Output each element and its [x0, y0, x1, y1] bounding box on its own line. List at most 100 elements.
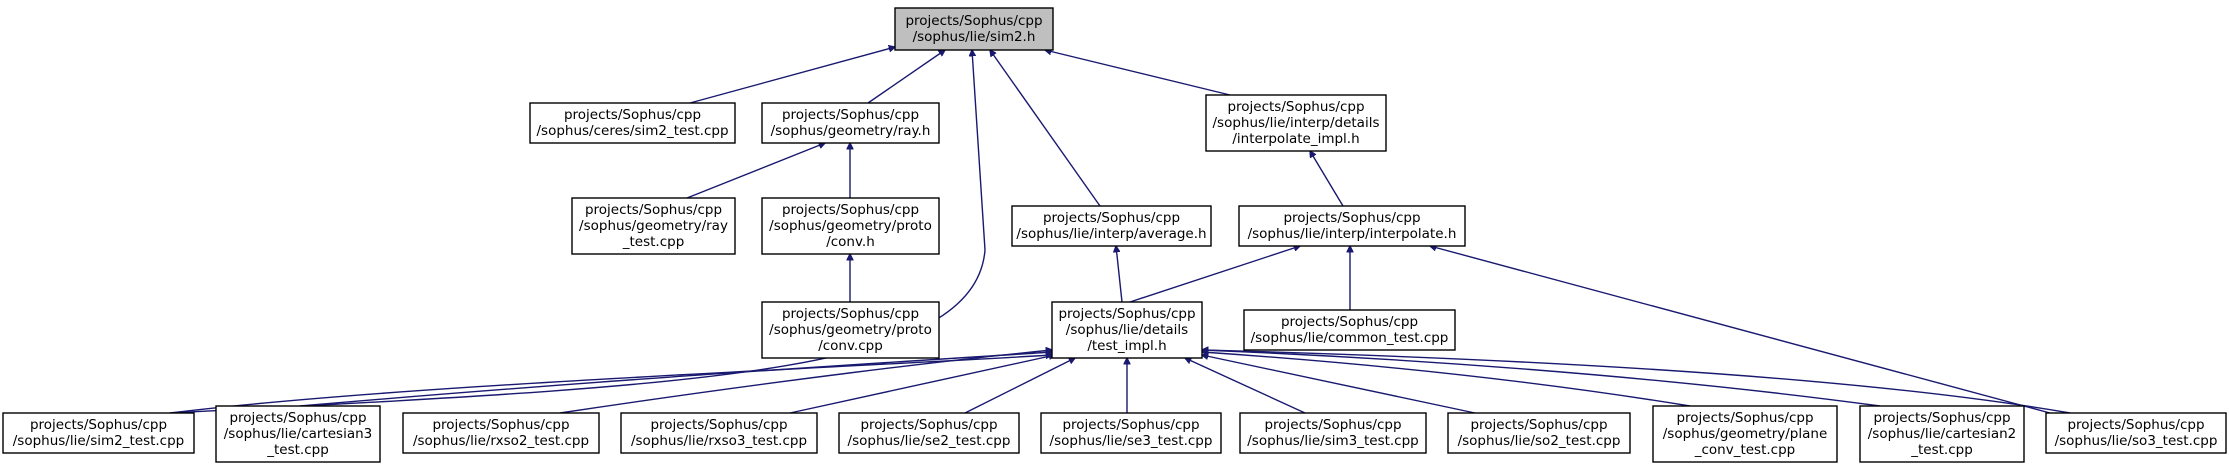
node-label-line: projects/Sophus/cpp: [2067, 417, 2204, 433]
edge-path: [964, 358, 1075, 414]
node-label-line: /sophus/lie/se3_test.cpp: [1050, 433, 1213, 449]
node-label-line: projects/Sophus/cpp: [782, 202, 919, 218]
node-so3-test[interactable]: projects/Sophus/cpp/sophus/lie/so3_test.…: [2045, 412, 2227, 454]
edge-path: [686, 143, 825, 199]
edge-path: [1116, 246, 1123, 303]
node-box: [1239, 412, 1427, 454]
node-label-line: /sophus/lie/so3_test.cpp: [2055, 433, 2218, 449]
node-label-line: projects/Sophus/cpp: [1062, 417, 1199, 433]
edge-path: [1129, 246, 1300, 303]
node-se2-test[interactable]: projects/Sophus/cpp/sophus/lie/se2_test.…: [838, 412, 1020, 454]
edge-path: [169, 355, 1052, 414]
node-label-line: /sophus/lie/rxso3_test.cpp: [631, 433, 807, 449]
node-box: [620, 412, 818, 454]
node-box: [1447, 412, 1631, 454]
node-ray-h[interactable]: projects/Sophus/cpp/sophus/geometry/ray.…: [761, 102, 940, 144]
node-label-line: /conv.h: [826, 234, 875, 250]
node-label-line: projects/Sophus/cpp: [860, 417, 997, 433]
node-label-line: /sophus/lie/sim3_test.cpp: [1247, 433, 1419, 449]
edge-path: [689, 47, 895, 104]
node-label-line: projects/Sophus/cpp: [564, 107, 701, 123]
nodes-layer: projects/Sophus/cpp/sophus/lie/sim2.hpro…: [2, 7, 2227, 463]
node-label-line: /sophus/geometry/ray.h: [771, 123, 931, 139]
node-label-line: /sophus/lie/interp/interpolate.h: [1248, 226, 1457, 242]
node-label-line: /interpolate_impl.h: [1232, 131, 1359, 147]
node-se3-test[interactable]: projects/Sophus/cpp/sophus/lie/se3_test.…: [1040, 412, 1222, 454]
node-label-line: /sophus/lie/se2_test.cpp: [848, 433, 1011, 449]
edge-path: [1202, 350, 1881, 407]
node-box: [1859, 405, 2025, 463]
node-sim2-test[interactable]: projects/Sophus/cpp/sophus/lie/sim2_test…: [2, 412, 195, 454]
node-label-line: projects/Sophus/cpp: [1043, 210, 1180, 226]
node-ceres-sim2-test[interactable]: projects/Sophus/cpp/sophus/ceres/sim2_te…: [529, 102, 736, 144]
node-sim3-test[interactable]: projects/Sophus/cpp/sophus/lie/sim3_test…: [1239, 412, 1427, 454]
edge-interpolate_impl_h-to-sim2_h: [1045, 50, 1231, 96]
node-cartesian3-test[interactable]: projects/Sophus/cpp/sophus/lie/cartesian…: [215, 405, 381, 463]
node-label-line: _test.cpp: [266, 442, 329, 458]
node-label-line: projects/Sophus/cpp: [782, 306, 919, 322]
node-interpolate-impl-h[interactable]: projects/Sophus/cpp/sophus/lie/interp/de…: [1205, 94, 1387, 152]
node-label-line: /sophus/lie/interp/details: [1212, 115, 1379, 131]
node-label-line: projects/Sophus/cpp: [1676, 410, 1813, 426]
edge-path: [1310, 151, 1344, 207]
node-proto-conv-h[interactable]: projects/Sophus/cpp/sophus/geometry/prot…: [761, 197, 940, 255]
edge-test_impl_h-to-interpolate_h: [1129, 246, 1300, 303]
edge-sim3_test-to-test_impl_h: [1185, 358, 1306, 414]
node-box: [1652, 405, 1838, 463]
node-label-line: projects/Sophus/cpp: [432, 417, 569, 433]
edge-sim2_test-to-sim2_h: [169, 50, 986, 414]
node-label-line: /sophus/lie/interp/average.h: [1016, 226, 1206, 242]
edge-path: [1045, 50, 1231, 96]
node-label-line: /sophus/lie/cartesian2: [1868, 426, 2017, 442]
node-label-line: projects/Sophus/cpp: [1470, 417, 1607, 433]
node-box: [1051, 301, 1203, 359]
node-sim2-h[interactable]: projects/Sophus/cpp/sophus/lie/sim2.h: [894, 7, 1054, 51]
edge-path: [1202, 355, 1476, 414]
node-box: [1238, 205, 1466, 247]
node-label-line: projects/Sophus/cpp: [905, 13, 1042, 29]
edge-so3_test-to-interpolate_h: [1430, 246, 2051, 414]
node-box: [761, 301, 940, 359]
edge-path: [1202, 352, 1691, 407]
edges-layer: [169, 47, 2071, 414]
edge-test_impl_h-to-average_h: [1116, 246, 1123, 303]
node-label-line: /sophus/lie/cartesian3: [224, 426, 373, 442]
node-box: [838, 412, 1020, 454]
node-label-line: /sophus/geometry/plane: [1663, 426, 1828, 442]
node-label-line: /sophus/lie/common_test.cpp: [1251, 330, 1449, 346]
edge-cartesian2_test-to-test_impl_h: [1202, 350, 1881, 407]
node-box: [402, 412, 600, 454]
edge-path: [867, 50, 945, 104]
node-label-line: /sophus/geometry/proto: [769, 218, 932, 234]
node-so2-test[interactable]: projects/Sophus/cpp/sophus/lie/so2_test.…: [1447, 412, 1631, 454]
node-rxso3-test[interactable]: projects/Sophus/cpp/sophus/lie/rxso3_tes…: [620, 412, 818, 454]
node-label-line: /conv.cpp: [818, 338, 883, 354]
edge-cartesian3_test-to-test_impl_h: [299, 352, 1052, 407]
node-ray-test[interactable]: projects/Sophus/cpp/sophus/geometry/ray_…: [571, 197, 736, 255]
node-label-line: projects/Sophus/cpp: [782, 107, 919, 123]
node-label-line: /sophus/geometry/ray: [579, 218, 728, 234]
node-plane-conv-test[interactable]: projects/Sophus/cpp/sophus/geometry/plan…: [1652, 405, 1838, 463]
node-box: [894, 7, 1054, 51]
edge-rxso3_test-to-test_impl_h: [789, 355, 1055, 414]
node-average-h[interactable]: projects/Sophus/cpp/sophus/lie/interp/av…: [1011, 205, 1212, 247]
node-label-line: /sophus/lie/so2_test.cpp: [1458, 433, 1621, 449]
node-label-line: projects/Sophus/cpp: [1281, 314, 1418, 330]
node-proto-conv-cpp[interactable]: projects/Sophus/cpp/sophus/geometry/prot…: [761, 301, 940, 359]
node-test-impl-h[interactable]: projects/Sophus/cpp/sophus/lie/details/t…: [1051, 301, 1203, 359]
node-label-line: projects/Sophus/cpp: [650, 417, 787, 433]
node-label-line: _test.cpp: [1910, 442, 1973, 458]
node-rxso2-test[interactable]: projects/Sophus/cpp/sophus/lie/rxso2_tes…: [402, 412, 600, 454]
node-label-line: projects/Sophus/cpp: [585, 202, 722, 218]
node-box: [761, 197, 940, 255]
edge-path: [789, 355, 1055, 414]
node-label-line: /test_impl.h: [1087, 338, 1166, 354]
node-interpolate-h[interactable]: projects/Sophus/cpp/sophus/lie/interp/in…: [1238, 205, 1466, 247]
node-label-line: /sophus/lie/sim2.h: [913, 29, 1036, 45]
edge-sim2_test-to-test_impl_h: [169, 355, 1052, 414]
node-common-test[interactable]: projects/Sophus/cpp/sophus/lie/common_te…: [1243, 309, 1456, 351]
node-cartesian2-test[interactable]: projects/Sophus/cpp/sophus/lie/cartesian…: [1859, 405, 2025, 463]
edge-path: [1430, 246, 2051, 414]
edge-path: [1202, 350, 2071, 414]
